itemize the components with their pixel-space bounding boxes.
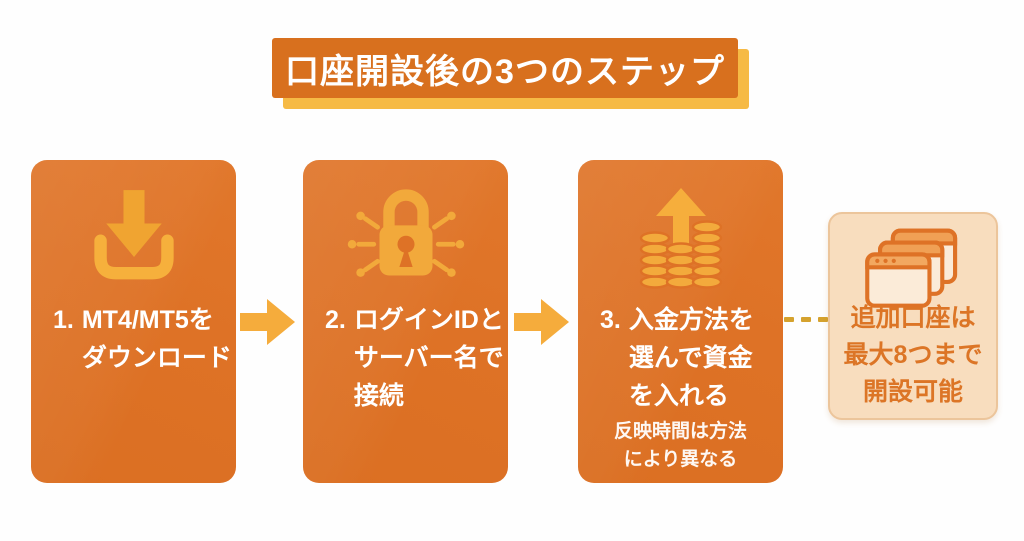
additional-account-card: 追加口座は 最大8つまで 開設可能: [828, 212, 998, 420]
step-2-number: 2.: [325, 306, 346, 334]
side-line-1: 追加口座は: [850, 304, 976, 332]
step-1-text: 1. MT4/MT5を ダウンロード: [53, 301, 232, 377]
side-line-2: 最大8つまで: [843, 341, 983, 369]
step-2-text: 2. ログインIDと サーバー名で 接続: [325, 301, 504, 415]
side-line-3: 開設可能: [862, 378, 963, 406]
step-card-2: 2. ログインIDと サーバー名で 接続: [303, 160, 508, 483]
step-3-note-line-2: により異なる: [623, 449, 738, 470]
step-1-number: 1.: [53, 306, 74, 334]
coins-up-arrow-icon: [626, 180, 736, 292]
step-1-line-1: MT4/MT5を: [81, 306, 214, 334]
step-2-line-2: サーバー名で: [353, 344, 504, 372]
step-3-note-line-1: 反映時間は方法: [613, 421, 747, 442]
step-3-line-2: 選んで資金: [628, 344, 753, 372]
step-card-1: 1. MT4/MT5を ダウンロード: [31, 160, 236, 483]
right-arrow-icon: [240, 297, 296, 347]
step-2-line-3: 接続: [353, 382, 404, 410]
step-3-text: 3. 入金方法を 選んで資金 を入れる: [600, 301, 754, 415]
dash: [784, 317, 794, 322]
page-title: 口座開設後の3つのステップ: [285, 52, 725, 91]
step-3-line-3: を入れる: [628, 382, 729, 410]
step-2-line-1: ログインIDと: [353, 306, 504, 334]
dash: [818, 317, 828, 322]
download-icon: [91, 186, 177, 284]
right-arrow-icon: [514, 297, 570, 347]
step-3-number: 3.: [600, 306, 621, 334]
step-card-3: 3. 入金方法を 選んで資金 を入れる 反映時間は方法 により異なる: [578, 160, 783, 483]
step-3-note: 反映時間は方法 により異なる: [578, 418, 783, 474]
dashed-connector: [784, 317, 828, 323]
stacked-windows-icon: [861, 227, 965, 313]
additional-account-text: 追加口座は 最大8つまで 開設可能: [830, 300, 996, 411]
title-banner: 口座開設後の3つのステップ: [272, 38, 738, 98]
lock-circuit-icon: [339, 178, 473, 284]
step-3-line-1: 入金方法を: [628, 306, 754, 334]
step-1-line-2: ダウンロード: [81, 344, 232, 372]
dash: [801, 317, 811, 322]
